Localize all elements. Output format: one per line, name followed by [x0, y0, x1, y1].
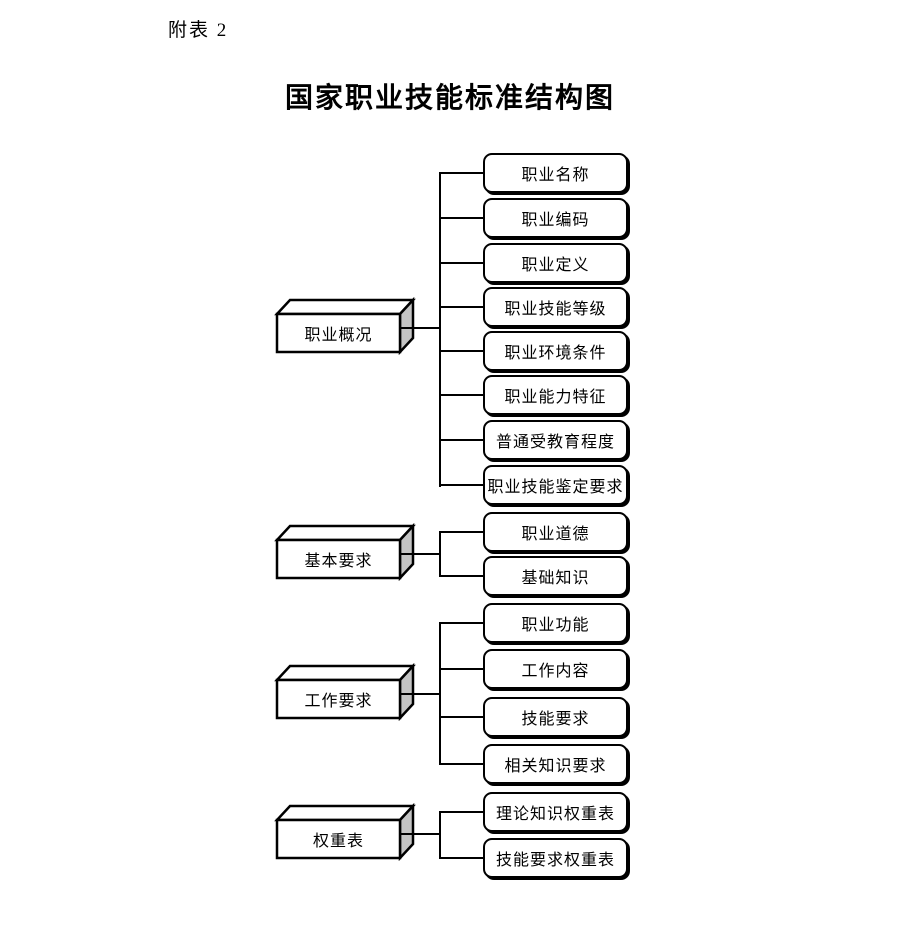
connector-line	[400, 327, 440, 329]
connector-line	[440, 172, 483, 174]
node-basic-knowledge: 基础知识	[483, 556, 628, 596]
connector-line	[439, 622, 441, 765]
connector-line	[440, 217, 483, 219]
node-occupation-name: 职业名称	[483, 153, 628, 193]
connector-line	[440, 439, 483, 441]
node-work-environment: 职业环境条件	[483, 331, 628, 371]
cuboid-work-requirements	[274, 663, 416, 721]
connector-line	[440, 811, 483, 813]
node-theory-knowledge-weight-table: 理论知识权重表	[483, 792, 628, 832]
connector-line	[440, 716, 483, 718]
node-ability-traits: 职业能力特征	[483, 375, 628, 415]
connector-line	[440, 622, 483, 624]
node-certification-requirements: 职业技能鉴定要求	[483, 465, 628, 505]
connector-line	[440, 350, 483, 352]
connector-line	[439, 811, 441, 859]
category-weight-tables: 权重表	[312, 833, 364, 850]
node-work-content: 工作内容	[483, 649, 628, 689]
node-education-level: 普通受教育程度	[483, 420, 628, 460]
node-skill-requirements: 技能要求	[483, 697, 628, 737]
node-skill-requirement-weight-table: 技能要求权重表	[483, 838, 628, 878]
connector-line	[440, 262, 483, 264]
connector-line	[440, 668, 483, 670]
appendix-note: 附表 2	[168, 20, 229, 41]
cuboid-occupation-overview	[274, 297, 416, 355]
node-occupation-code: 职业编码	[483, 198, 628, 238]
connector-line	[440, 484, 483, 486]
connector-line	[440, 857, 483, 859]
category-basic-requirements: 基本要求	[304, 553, 373, 570]
cuboid-weight-tables	[274, 803, 416, 861]
connector-line	[440, 575, 483, 577]
category-occupation-overview: 职业概况	[304, 327, 373, 344]
connector-line	[400, 693, 440, 695]
category-work-requirements: 工作要求	[304, 693, 373, 710]
connector-line	[440, 763, 483, 765]
connector-line	[440, 531, 483, 533]
diagram-title: 国家职业技能标准结构图	[284, 83, 615, 114]
node-related-knowledge-requirements: 相关知识要求	[483, 744, 628, 784]
connector-line	[400, 833, 440, 835]
connector-line	[440, 306, 483, 308]
connector-line	[439, 172, 441, 487]
node-occupational-functions: 职业功能	[483, 603, 628, 643]
node-occupation-definition: 职业定义	[483, 243, 628, 283]
cuboid-basic-requirements	[274, 523, 416, 581]
node-professional-ethics: 职业道德	[483, 512, 628, 552]
connector-line	[439, 531, 441, 577]
connector-line	[440, 394, 483, 396]
connector-line	[400, 553, 440, 555]
node-skill-level: 职业技能等级	[483, 287, 628, 327]
